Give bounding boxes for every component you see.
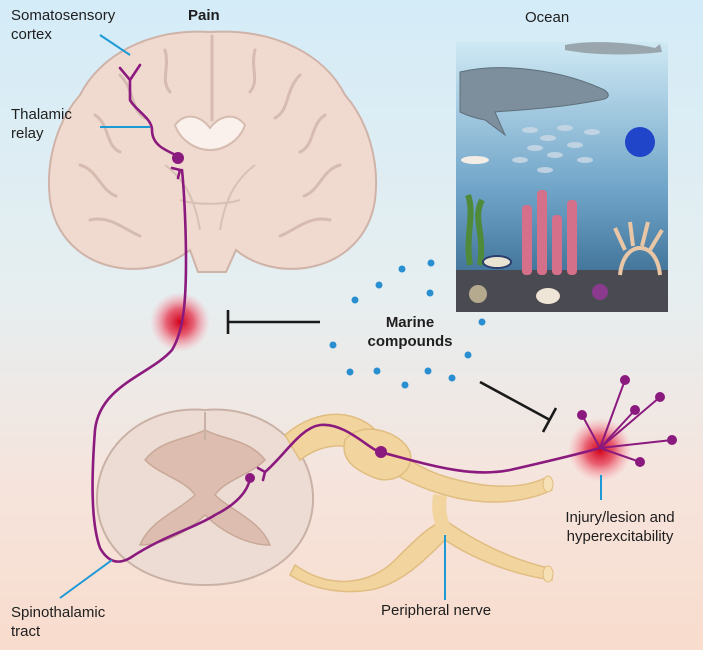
neuron-pathway: [91, 63, 602, 563]
pain-glow-injury: [568, 418, 632, 482]
somatosensory-cortex-label: Somatosensory cortex: [11, 7, 116, 43]
shell-illustration: [536, 288, 560, 304]
ocean-title: Ocean: [525, 9, 570, 26]
tube-sponge-illustration: [522, 190, 577, 275]
dorsal-root: [284, 413, 554, 503]
marine-compounds-label: Marine compounds: [367, 314, 453, 350]
urchin-illustration: [592, 284, 608, 300]
brain-ventricles: [173, 115, 247, 152]
nudibranch-illustration: [482, 255, 512, 269]
peripheral-nerve-label: Peripheral nerve: [381, 602, 492, 619]
marine-compound-dots: [329, 259, 486, 389]
peripheral-nerve-shape: [284, 413, 554, 593]
inhibit-peripheral-marker: [479, 380, 558, 433]
betta-fish-illustration: [625, 127, 655, 157]
pain-title: Pain: [188, 7, 220, 24]
pain-glow-brainstem: [150, 292, 210, 352]
small-shark-illustration: [565, 42, 662, 55]
shark-illustration: [459, 67, 609, 137]
small-fish-illustration: [461, 156, 489, 164]
inhibit-brain-marker: [226, 310, 320, 334]
anemone-illustration: [613, 221, 664, 276]
ventral-root: [289, 519, 554, 593]
nerve-endings: [577, 375, 677, 467]
urchin-illustration-2: [469, 285, 487, 303]
ocean-panel: [456, 42, 668, 312]
spinothalamic-tract-label: Spinothalamic tract: [11, 604, 106, 640]
callout-lines: [59, 34, 602, 600]
seaweed-illustration: [465, 194, 485, 266]
neuron-nodes: [172, 152, 387, 483]
spinal-grey-matter: [138, 429, 272, 546]
thalamic-relay-label: Thalamic relay: [11, 106, 72, 142]
brain-gyri: [78, 34, 342, 238]
fish-school: [512, 125, 600, 173]
inhibition-markers: [226, 310, 558, 433]
injury-lesion-label: Injury/lesion and hyperexcitability: [565, 509, 675, 545]
brain-illustration: [48, 30, 377, 273]
